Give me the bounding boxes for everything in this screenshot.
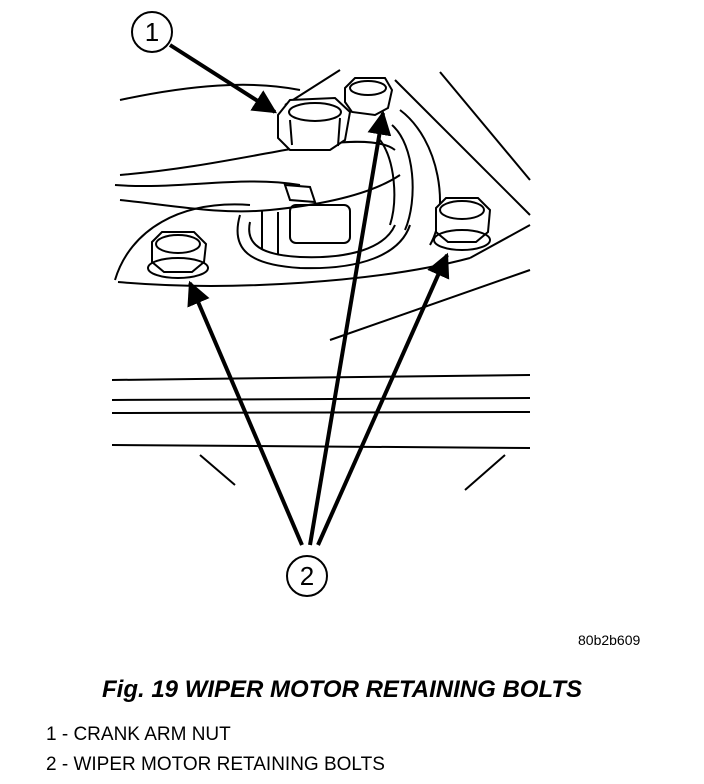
leader-arrow-left-bolt bbox=[187, 280, 304, 546]
wiper-motor-diagram: 1 2 bbox=[111, 11, 531, 597]
legend-item-crank-arm-nut: 1 - CRANK ARM NUT bbox=[46, 724, 231, 745]
retaining-bolt-left bbox=[147, 231, 209, 279]
leader-arrow-nut bbox=[168, 43, 278, 114]
callout-2: 2 bbox=[286, 555, 328, 597]
cowl-structure bbox=[111, 69, 531, 491]
crank-arm-nut bbox=[277, 96, 352, 151]
callout-2-label: 2 bbox=[300, 561, 314, 591]
figure-code: 80b2b609 bbox=[578, 632, 641, 648]
crank-arm bbox=[119, 140, 401, 213]
leader-arrow-right-bolt bbox=[316, 252, 450, 546]
wiper-motor-body bbox=[236, 124, 414, 270]
callout-1: 1 bbox=[131, 11, 173, 53]
callout-1-label: 1 bbox=[145, 17, 159, 47]
retaining-bolt-top bbox=[344, 77, 394, 117]
leader-arrow-top-bolt bbox=[308, 110, 392, 546]
figure-caption: Fig. 19 WIPER MOTOR RETAINING BOLTS bbox=[102, 676, 583, 703]
legend: 1 - CRANK ARM NUT 2 - WIPER MOTOR RETAIN… bbox=[46, 720, 385, 780]
retaining-bolt-right bbox=[433, 197, 492, 251]
legend-item-retaining-bolts: 2 - WIPER MOTOR RETAINING BOLTS bbox=[46, 754, 385, 775]
